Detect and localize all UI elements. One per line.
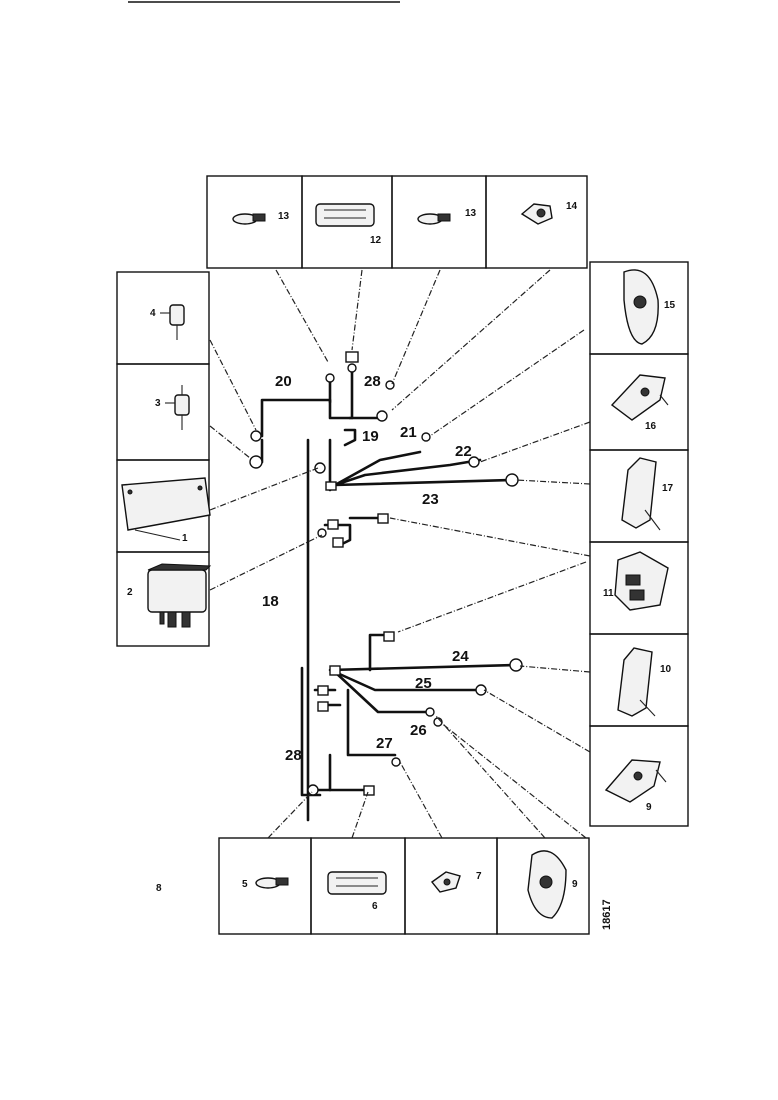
label-14: 14 bbox=[566, 201, 578, 212]
label-3: 3 bbox=[155, 398, 161, 409]
label-10: 10 bbox=[660, 664, 672, 675]
fog-lamp-icon bbox=[617, 647, 656, 717]
relay-small-icon bbox=[160, 304, 185, 340]
label-5: 5 bbox=[242, 879, 248, 890]
label-13-a: 13 bbox=[278, 211, 290, 222]
indicator-lamp-icon bbox=[604, 759, 667, 803]
label-22: 22 bbox=[455, 443, 472, 460]
tail-lamp-icon bbox=[327, 871, 387, 895]
relay-small-icon bbox=[165, 385, 190, 430]
indicator-lamp-icon bbox=[610, 374, 669, 421]
label-13-b: 13 bbox=[465, 208, 477, 219]
label-1: 1 bbox=[182, 533, 188, 544]
connectors bbox=[249, 351, 523, 796]
label-25: 25 bbox=[415, 675, 432, 692]
component-labels: 13 12 13 14 4 3 1 2 15 16 17 11 10 9 5 6… bbox=[127, 201, 676, 912]
label-28-top: 28 bbox=[364, 373, 381, 390]
left-component-column bbox=[116, 271, 210, 647]
harness-labels: 20 28 19 21 22 23 18 24 25 26 27 28 bbox=[262, 373, 472, 764]
label-21: 21 bbox=[400, 424, 417, 441]
label-20: 20 bbox=[275, 373, 292, 390]
bulb-icon bbox=[232, 213, 266, 225]
label-2: 2 bbox=[127, 587, 133, 598]
switch-unit-icon bbox=[614, 551, 669, 611]
relay-box-icon bbox=[147, 563, 212, 628]
leader-lines bbox=[209, 269, 591, 839]
bulb-icon bbox=[255, 877, 289, 889]
label-7: 7 bbox=[476, 871, 482, 882]
label-23: 23 bbox=[422, 491, 439, 508]
fog-lamp-icon bbox=[621, 457, 661, 531]
side-marker-icon bbox=[430, 871, 461, 893]
label-9-bottom: 9 bbox=[572, 879, 578, 890]
label-6: 6 bbox=[372, 901, 378, 912]
label-17: 17 bbox=[662, 483, 674, 494]
headlamp-icon bbox=[527, 850, 567, 919]
figure-reference: 18617 bbox=[601, 899, 613, 930]
label-19: 19 bbox=[362, 428, 379, 445]
tail-lamp-icon bbox=[315, 203, 375, 227]
right-component-column bbox=[589, 261, 689, 827]
label-9-right: 9 bbox=[646, 802, 652, 813]
bulb-icon bbox=[417, 213, 451, 225]
label-12: 12 bbox=[370, 235, 382, 246]
label-28-bottom: 28 bbox=[285, 747, 302, 764]
label-24: 24 bbox=[452, 648, 469, 665]
side-marker-icon bbox=[520, 203, 553, 225]
label-15: 15 bbox=[664, 300, 676, 311]
label-16: 16 bbox=[645, 421, 657, 432]
label-26: 26 bbox=[410, 722, 427, 739]
headlamp-icon bbox=[623, 269, 659, 345]
flasher-plate-icon bbox=[121, 477, 211, 541]
label-27: 27 bbox=[376, 735, 393, 752]
bottom-component-row bbox=[218, 837, 590, 935]
label-8: 8 bbox=[156, 883, 162, 894]
label-18: 18 bbox=[262, 593, 279, 610]
label-11: 11 bbox=[603, 588, 614, 599]
label-4: 4 bbox=[150, 308, 156, 319]
top-component-row bbox=[206, 175, 588, 269]
